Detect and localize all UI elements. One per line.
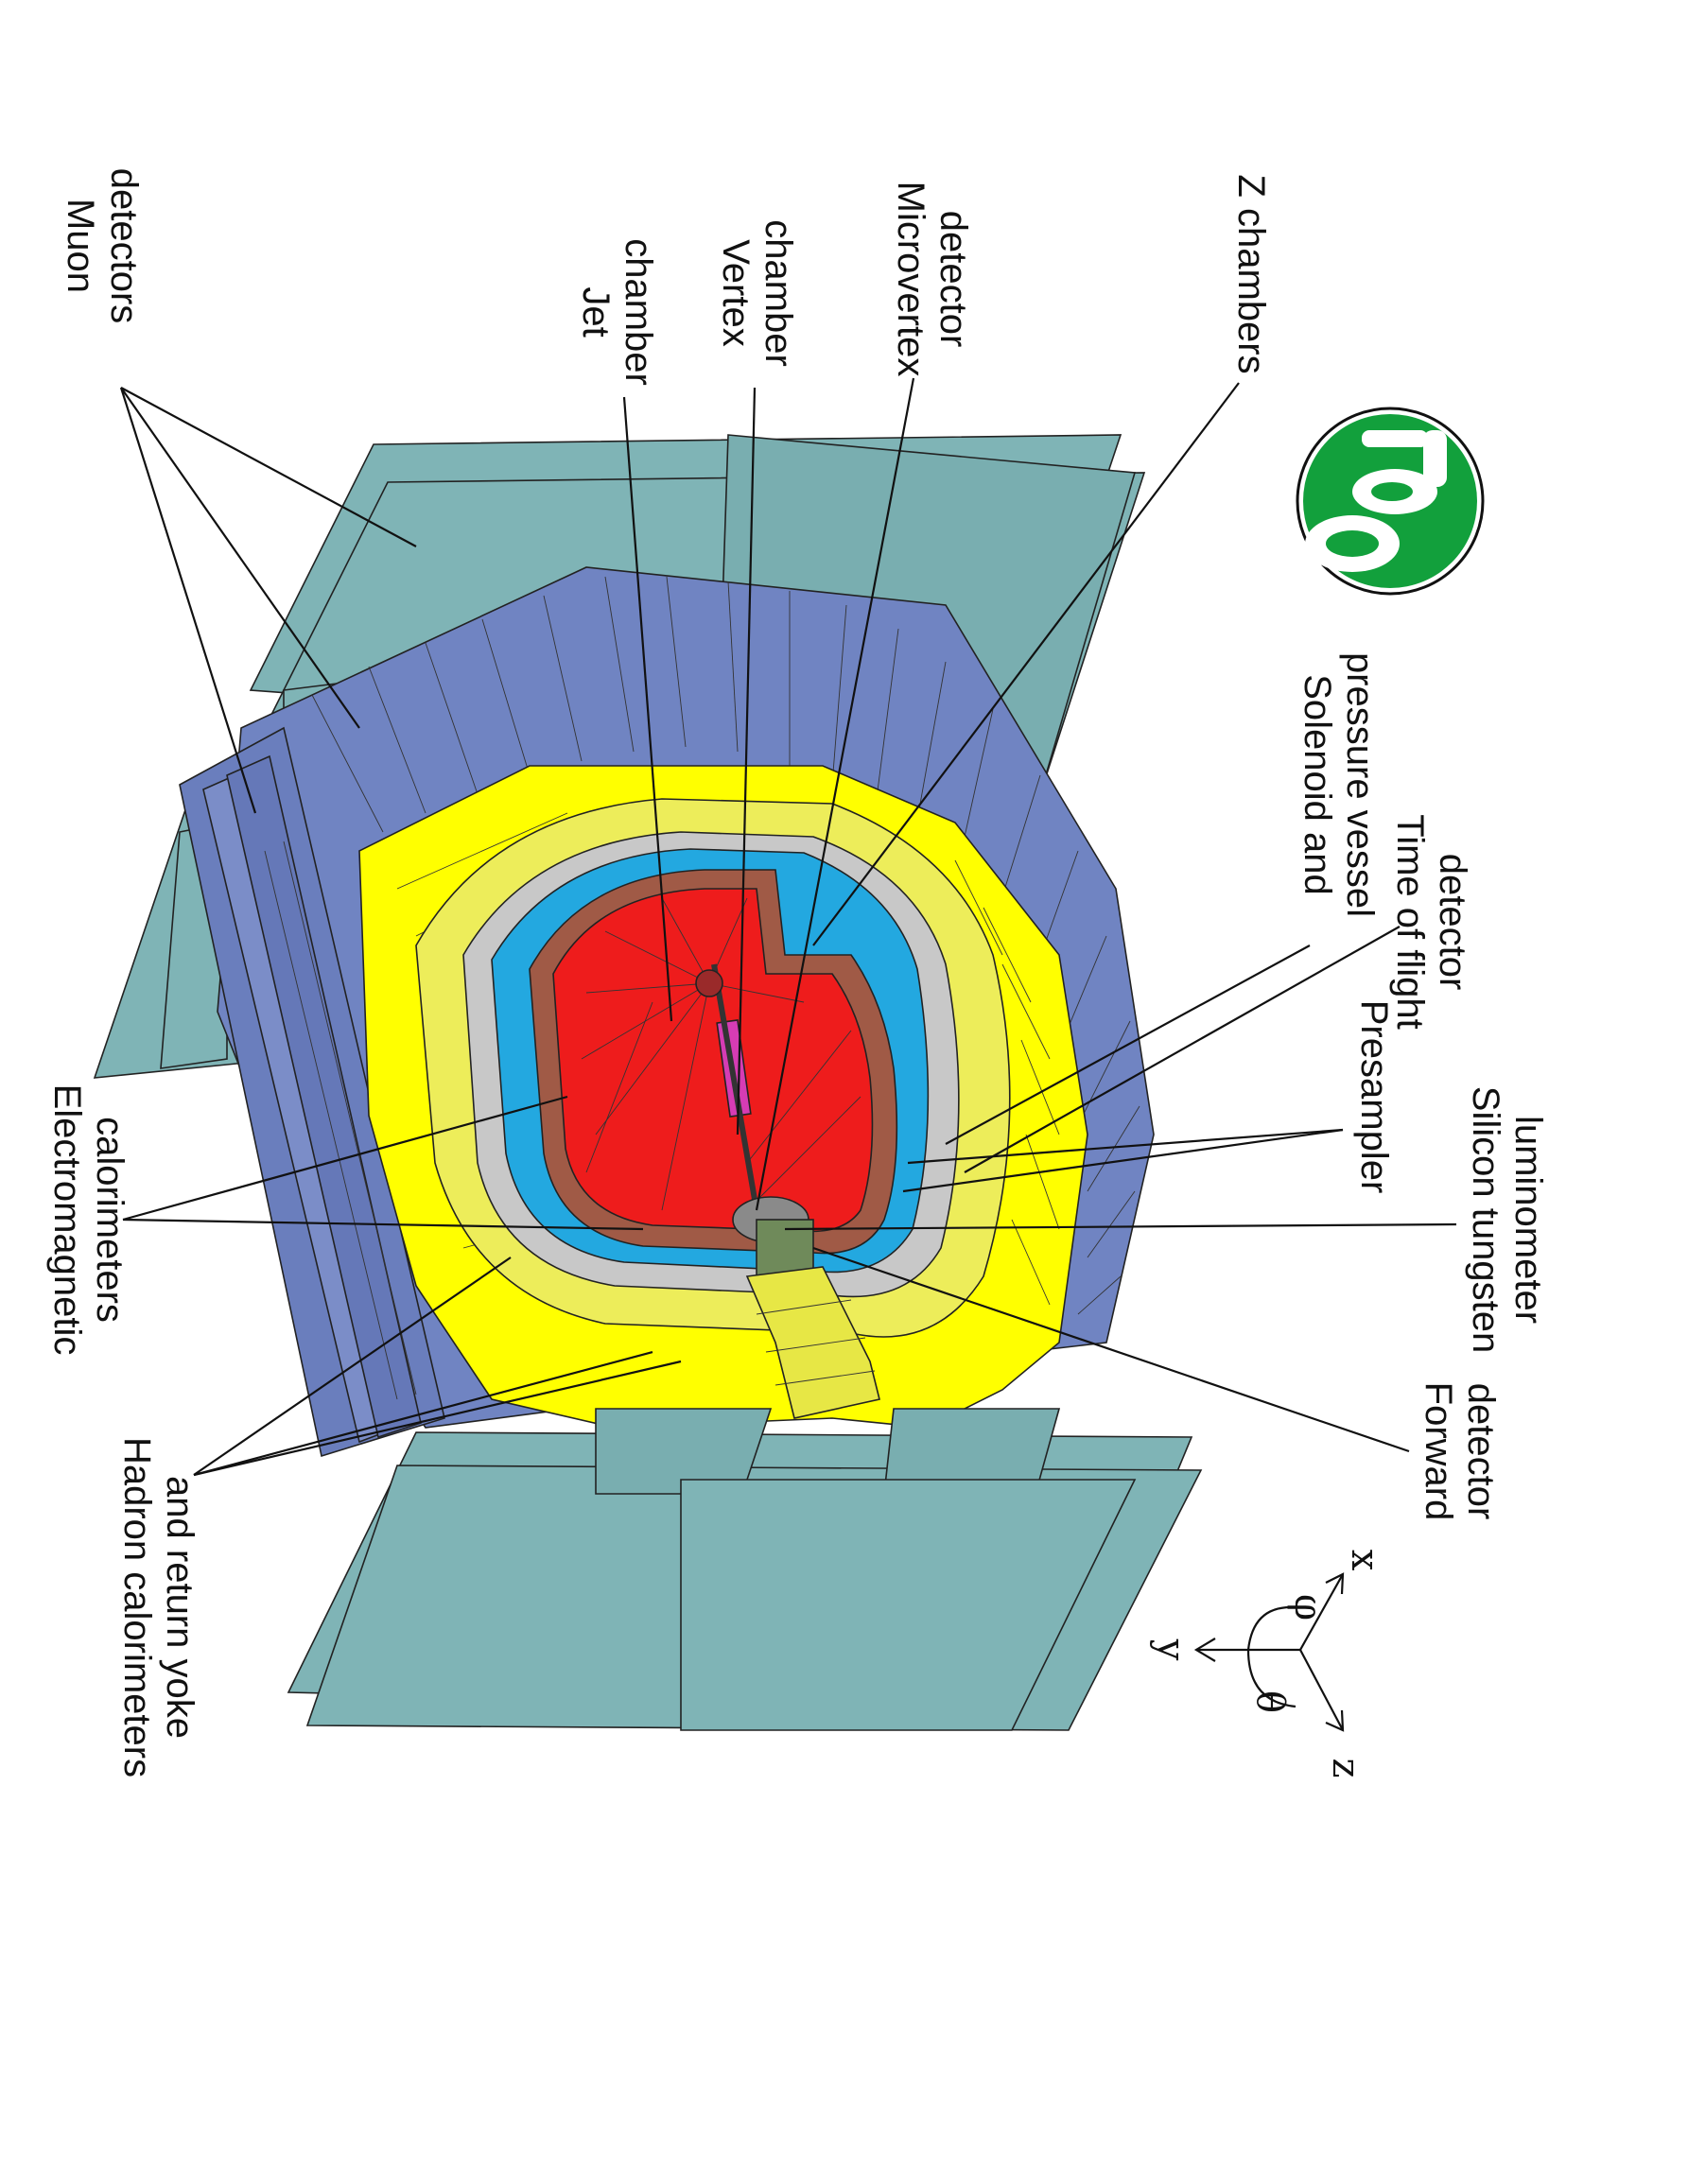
svg-text:Vertex: Vertex [715,239,757,346]
forward-detector [745,1266,880,1419]
label-solenoid: Solenoid and pressure vessel [1296,652,1381,917]
label-vertex-chamber: Vertex chamber [715,219,799,367]
label-forward-detector: Forward detector [1418,1382,1502,1521]
svg-text:luminometer: luminometer [1507,1116,1549,1324]
label-presampler: Presampler [1353,1000,1395,1194]
svg-text:chamber: chamber [618,238,659,386]
svg-text:chamber: chamber [757,219,799,367]
axis-label-z: z [1324,1758,1367,1777]
svg-text:Time of flight: Time of flight [1389,814,1431,1029]
svg-text:and return yoke: and return yoke [159,1476,200,1739]
axis-label-theta: θ [1248,1690,1292,1713]
leader-lines [119,377,1457,1477]
label-em-calorimeters: Electromagnetic calorimeters [46,1084,131,1356]
axis-label-y: y [1149,1638,1192,1661]
svg-text:Solenoid and: Solenoid and [1296,674,1338,895]
return-yoke-segments [264,576,1140,1400]
axis-label-x: x [1343,1550,1386,1571]
muon-panels-endcap [287,1408,1203,1731]
svg-text:detectors: detectors [103,168,145,324]
label-jet-chamber: Jet chamber [575,238,659,386]
vertex-chamber [695,963,759,1211]
opal-logo-icon [1296,407,1485,596]
label-z-chambers: Z chambers [1230,174,1272,373]
svg-text:Z chambers: Z chambers [1230,174,1272,373]
label-muon-detectors: Muon detectors [60,168,145,324]
svg-text:Microvertex: Microvertex [890,182,931,377]
svg-text:detector: detector [1460,1383,1502,1520]
label-microvertex-detector: Microvertex detector [890,182,974,377]
label-time-of-flight: Time of flight detector [1389,814,1473,1029]
svg-text:Electromagnetic: Electromagnetic [46,1084,88,1356]
svg-text:calorimeters: calorimeters [89,1117,131,1323]
svg-text:Jet: Jet [575,286,617,337]
svg-text:detector: detector [932,211,974,348]
label-silicon-luminometer: Silicon tungsten luminometer [1465,1086,1549,1353]
svg-text:Hadron calorimeters: Hadron calorimeters [116,1437,158,1777]
svg-text:Silicon tungsten: Silicon tungsten [1465,1086,1506,1353]
jet-chamber [552,888,874,1233]
svg-text:detector: detector [1432,854,1473,991]
svg-text:Muon: Muon [60,199,101,293]
svg-text:Presampler: Presampler [1353,1000,1395,1194]
svg-text:Forward: Forward [1418,1382,1459,1521]
label-hadron-calorimeters: Hadron calorimeters and return yoke [116,1437,200,1777]
svg-text:pressure vessel: pressure vessel [1339,652,1381,917]
coordinate-axes: x y z θ φ [1149,1550,1386,1778]
axis-label-phi: φ [1286,1594,1330,1621]
